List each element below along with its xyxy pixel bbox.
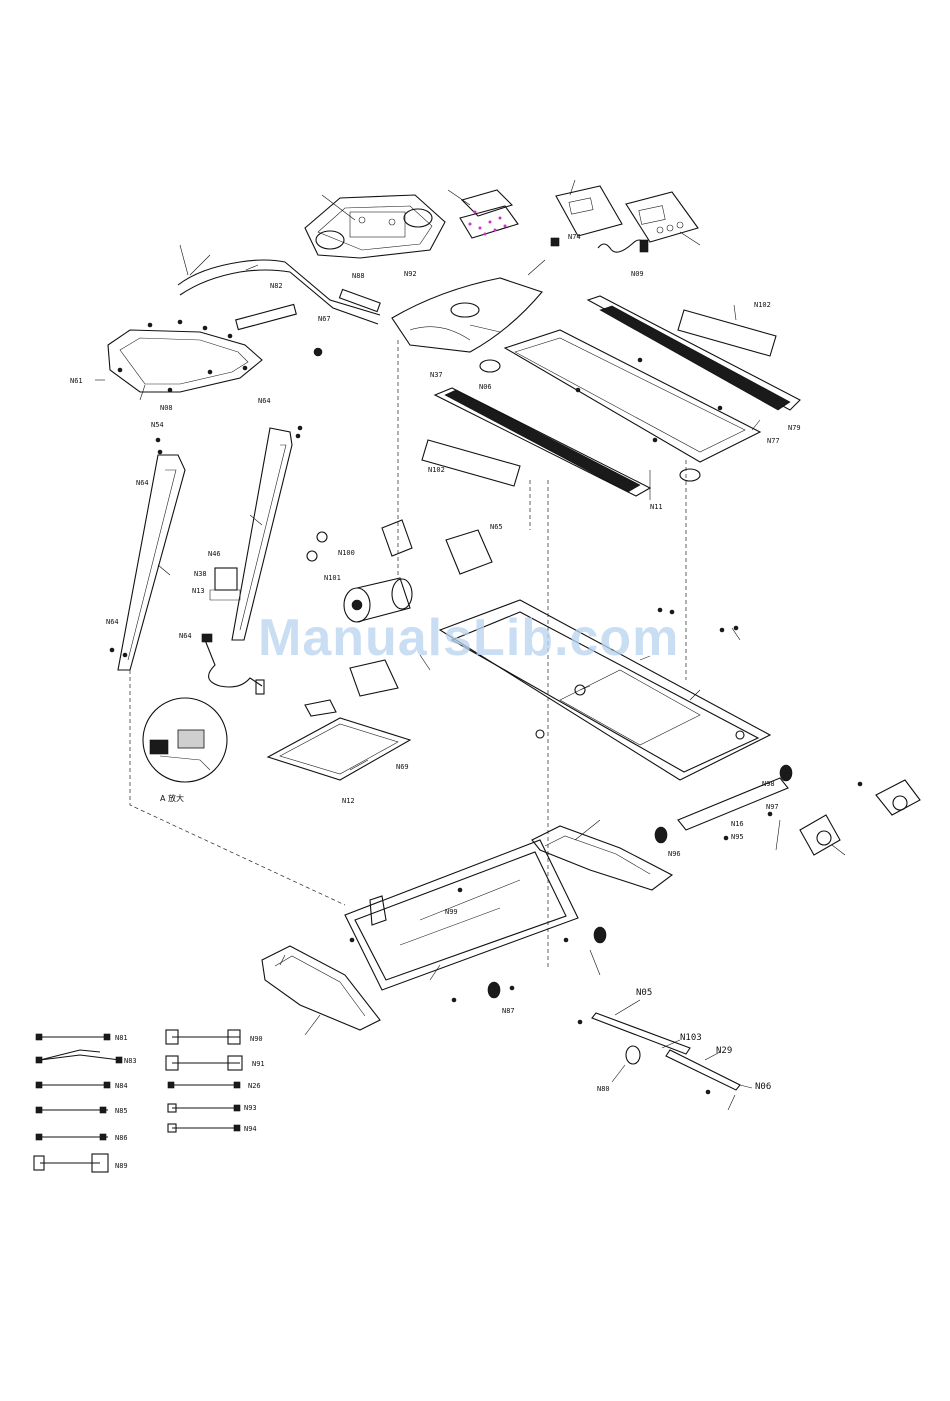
part-label-n67: N67 <box>318 315 331 323</box>
part-label-n99: N99 <box>445 908 458 916</box>
part-label-n12: N12 <box>342 797 355 805</box>
harness-label-n90: N90 <box>250 1035 263 1043</box>
harness-label-n26: N26 <box>248 1082 261 1090</box>
base-frame <box>345 840 578 990</box>
part-label-n38: N38 <box>194 570 207 578</box>
part-label-n96: N96 <box>668 850 681 858</box>
safety-key <box>551 238 648 252</box>
wheel-left <box>800 815 840 855</box>
part-label-n54: N54 <box>151 421 164 429</box>
upright-left <box>118 455 185 670</box>
part-label-n80: N80 <box>597 1085 610 1093</box>
part-label-n64-left: N64 <box>136 479 149 487</box>
power-cord <box>202 634 264 694</box>
harness-label-n85: N85 <box>115 1107 128 1115</box>
motor-bracket <box>305 660 398 716</box>
part-label-n97: N97 <box>766 803 779 811</box>
part-label-n103: N103 <box>680 1033 702 1043</box>
part-label-n79: N79 <box>788 424 801 432</box>
part-label-n61: N61 <box>70 377 83 385</box>
motor-tray <box>268 718 410 780</box>
part-label-n102-mid: N102 <box>428 466 445 474</box>
display-board <box>460 190 518 238</box>
harness-label-n89: N89 <box>115 1162 128 1170</box>
part-label-n87: N87 <box>502 1007 515 1015</box>
part-label-n98: N98 <box>762 780 775 788</box>
harness-label-n81: N81 <box>115 1034 128 1042</box>
part-label-n77: N77 <box>767 437 780 445</box>
watermark-text: ManualsLib.com <box>258 608 679 668</box>
part-label-n08: N08 <box>160 404 173 412</box>
wheel-right <box>876 780 920 815</box>
harness-label-n83: N83 <box>124 1057 137 1065</box>
harness-label-n91: N91 <box>252 1060 265 1068</box>
part-label-n64-low: N64 <box>106 618 119 626</box>
handlebar-assembly <box>178 260 380 330</box>
detail-a-callout <box>143 698 227 782</box>
part-label-n09: N09 <box>631 270 644 278</box>
part-label-n29: N29 <box>716 1046 732 1056</box>
part-label-n05: N05 <box>636 988 652 998</box>
screws <box>110 320 862 1094</box>
part-label-n46: N46 <box>208 550 221 558</box>
part-label-n64-top: N64 <box>258 397 271 405</box>
part-label-n82: N82 <box>270 282 283 290</box>
rear-cover-left <box>262 946 380 1030</box>
part-label-n16: N16 <box>731 820 744 828</box>
part-label-n95: N95 <box>731 833 744 841</box>
wire-harness-legend <box>34 1030 242 1172</box>
part-label-n92: N92 <box>404 270 417 278</box>
lift-drive <box>488 927 740 1090</box>
harness-label-n93: N93 <box>244 1104 257 1112</box>
detail-a-caption: A 放大 <box>160 793 184 804</box>
part-label-n06-bottom: N06 <box>755 1082 771 1092</box>
part-label-n88: N88 <box>352 272 365 280</box>
harness-label-n84: N84 <box>115 1082 128 1090</box>
part-label-n37: N37 <box>430 371 443 379</box>
harness-label-n86: N86 <box>115 1134 128 1142</box>
motor-hood <box>392 278 542 352</box>
part-label-n11: N11 <box>650 503 663 511</box>
side-rail-left <box>435 388 650 496</box>
part-label-n101: N101 <box>324 574 341 582</box>
part-label-n65: N65 <box>490 523 503 531</box>
transformer <box>210 568 240 600</box>
motor-cover-left <box>108 330 262 392</box>
running-deck <box>480 330 760 481</box>
part-label-n69: N69 <box>396 763 409 771</box>
part-label-n74: N74 <box>568 233 581 241</box>
console-housing <box>305 195 445 258</box>
part-label-n64-mid: N64 <box>179 632 192 640</box>
rear-cover-right <box>532 826 672 890</box>
controller-board <box>382 520 492 574</box>
part-label-n06-top: N06 <box>479 383 492 391</box>
part-label-n13: N13 <box>192 587 205 595</box>
harness-label-n94: N94 <box>244 1125 257 1133</box>
part-label-n102-top: N102 <box>754 301 771 309</box>
label-strips <box>422 310 776 486</box>
part-label-n100: N100 <box>338 549 355 557</box>
